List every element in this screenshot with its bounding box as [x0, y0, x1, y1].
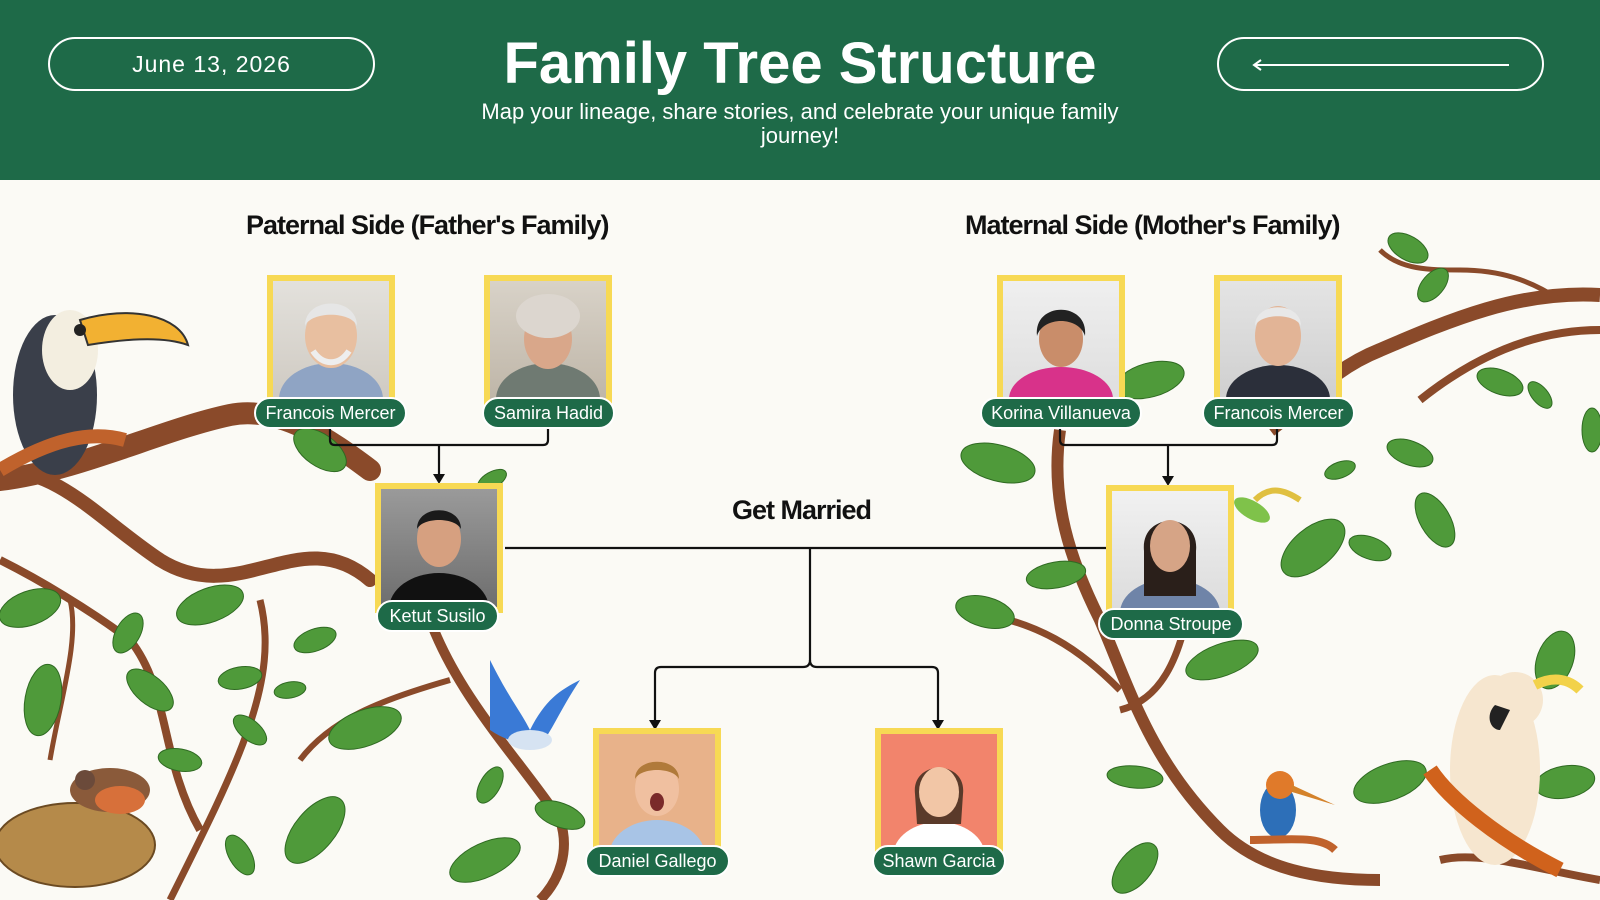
member-name-label: Samira Hadid: [482, 397, 615, 429]
elderly-woman-portrait: [490, 281, 606, 399]
elderly-man-portrait: [1220, 281, 1336, 399]
person-icon: [389, 510, 489, 607]
child-2-photo[interactable]: [875, 728, 1003, 858]
header-banner: June 13, 2026 Family Tree Structure Map …: [0, 0, 1600, 180]
paternal-grandfather-photo[interactable]: [267, 275, 395, 405]
member-name-label: Korina Villanueva: [980, 397, 1142, 429]
blue-bird-icon: [490, 660, 580, 750]
member-name-label: Ketut Susilo: [376, 600, 499, 632]
bird-nest-icon: [0, 768, 156, 888]
girl-portrait: [881, 734, 997, 852]
child-1-photo[interactable]: [593, 728, 721, 858]
person-icon: [1226, 306, 1330, 399]
cockatoo-icon: [1423, 672, 1584, 878]
boy-portrait: [599, 734, 715, 852]
page-subtitle: Map your lineage, share stories, and cel…: [481, 99, 1119, 148]
father-photo[interactable]: [375, 483, 503, 613]
toucan-icon: [0, 310, 190, 477]
hummingbird-icon: [1234, 487, 1302, 523]
kingfisher-icon: [1249, 771, 1338, 854]
elderly-man-portrait: [273, 281, 389, 399]
arrow-left-icon: [1252, 59, 1509, 71]
maternal-grandmother-photo[interactable]: [997, 275, 1125, 405]
member-name-label: Francois Mercer: [254, 397, 407, 429]
young-woman-portrait: [1112, 491, 1228, 609]
person-icon: [1009, 309, 1113, 399]
back-button[interactable]: [1217, 37, 1544, 91]
elderly-woman-portrait: [1003, 281, 1119, 399]
mother-photo[interactable]: [1106, 485, 1234, 615]
member-name-label: Daniel Gallego: [585, 845, 730, 877]
person-icon: [893, 767, 985, 852]
paternal-side-title: Paternal Side (Father's Family): [246, 210, 610, 240]
person-icon: [609, 761, 705, 852]
person-icon: [1120, 520, 1220, 609]
maternal-side-title: Maternal Side (Mother's Family): [965, 210, 1341, 240]
page-title: Family Tree Structure: [503, 31, 1097, 96]
paternal-grandmother-photo[interactable]: [484, 275, 612, 405]
person-icon: [496, 294, 600, 399]
person-icon: [279, 303, 383, 399]
member-name-label: Francois Mercer: [1202, 397, 1355, 429]
member-name-label: Shawn Garcia: [872, 845, 1006, 877]
date-text: June 13, 2026: [132, 50, 291, 77]
date-pill: June 13, 2026: [48, 37, 375, 91]
get-married-label: Get Married: [732, 495, 872, 525]
member-name-label: Donna Stroupe: [1098, 608, 1244, 640]
maternal-grandfather-photo[interactable]: [1214, 275, 1342, 405]
young-man-portrait: [381, 489, 497, 607]
